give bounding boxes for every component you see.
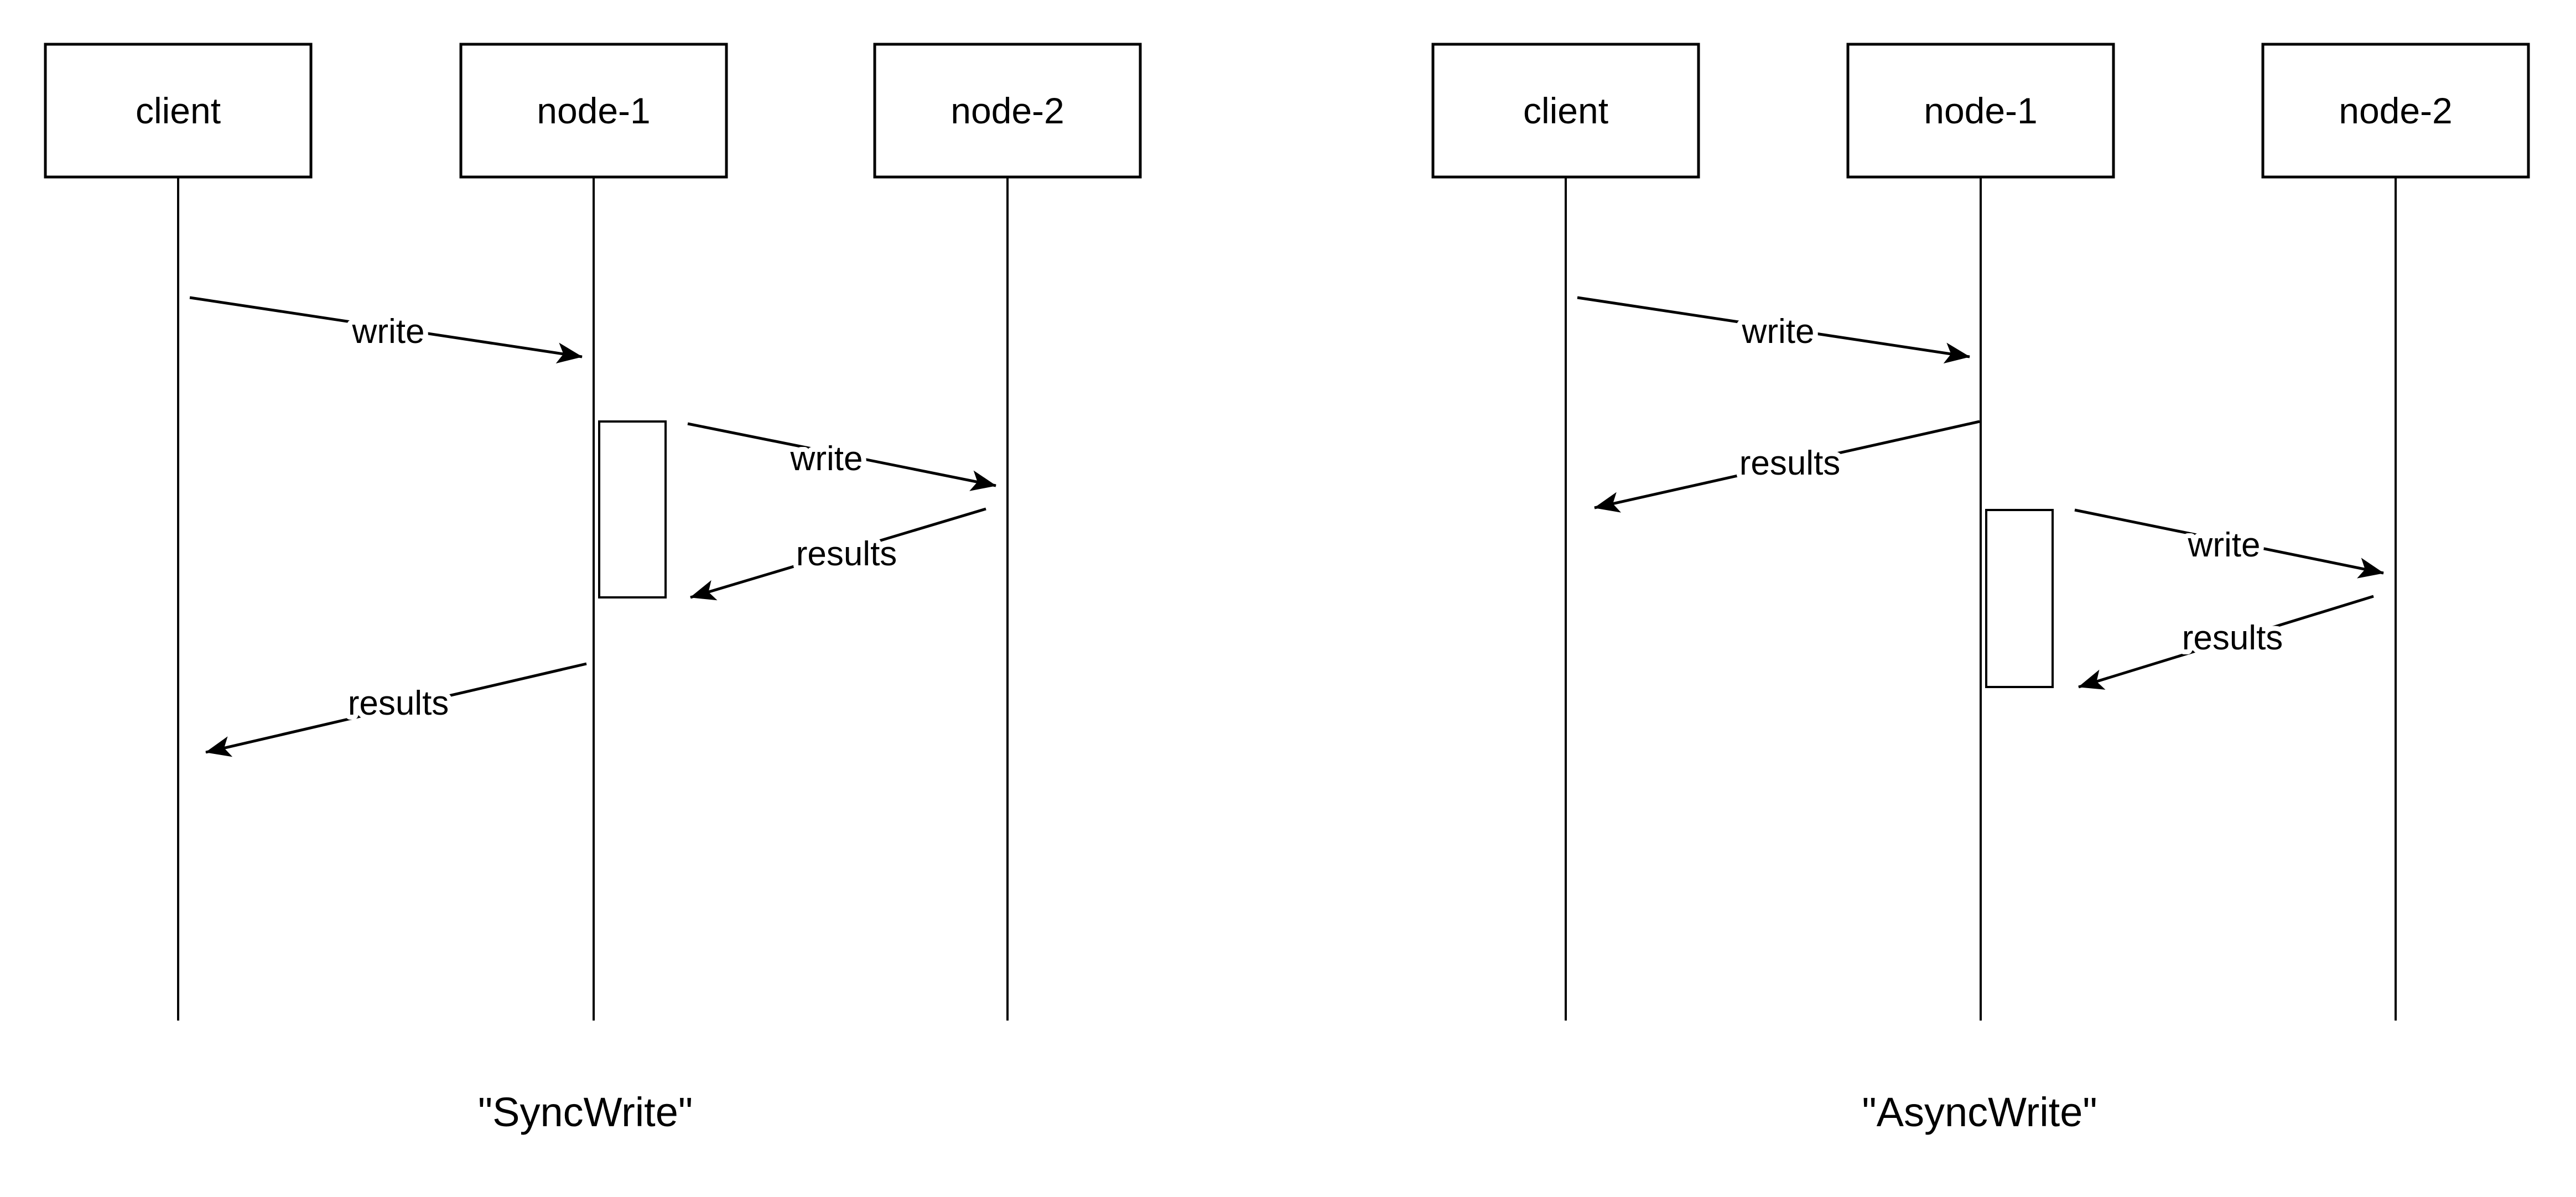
message-label: write xyxy=(352,313,425,351)
activation-bar-node-1 xyxy=(1985,509,2054,688)
message-arrow-results-node-1-client xyxy=(205,662,587,757)
message-label: results xyxy=(2182,619,2283,657)
lifeline-head-label: node-1 xyxy=(537,90,651,131)
lifeline-head-client xyxy=(44,43,313,179)
message-label: write xyxy=(790,440,863,478)
message-arrow-write-node-1-node-2 xyxy=(2074,508,2384,579)
message-arrow-write-client-node-1 xyxy=(189,296,583,364)
lifeline-head-label: node-1 xyxy=(1924,90,2038,131)
lifeline-head-label: client xyxy=(1523,90,1608,131)
lifeline-head-node-1 xyxy=(1846,43,2115,179)
lifeline-head-label: node-2 xyxy=(2339,90,2453,131)
lifeline-head-node-1 xyxy=(459,43,728,179)
caption-syncwrite: "SyncWrite" xyxy=(478,1089,693,1135)
lifeline-head-label: node-2 xyxy=(951,90,1064,131)
lifeline-head-node-2 xyxy=(873,43,1142,179)
message-label: write xyxy=(1742,313,1815,351)
message-arrow-write-client-node-1 xyxy=(1577,296,1970,364)
lifeline-head-node-2 xyxy=(2261,43,2530,179)
activation-bar-node-1 xyxy=(598,420,667,598)
message-label: results xyxy=(1739,444,1841,482)
panel-asyncwrite: client node-1 node-2 write results write… xyxy=(1431,43,2530,1135)
message-label: write xyxy=(2188,526,2261,564)
caption-asyncwrite: "AsyncWrite" xyxy=(1862,1089,2097,1135)
message-arrow-write-node-1-node-2 xyxy=(687,422,996,491)
lifeline-head-label: client xyxy=(136,90,221,131)
message-arrow-results-node-1-client xyxy=(1594,420,1980,513)
message-arrow-results-node-2-node-1 xyxy=(2078,595,2374,690)
message-label: results xyxy=(348,684,449,722)
panel-syncwrite: client node-1 node-2 write write results… xyxy=(44,43,1142,1135)
message-arrow-results-node-2-node-1 xyxy=(690,507,986,601)
lifeline-head-client xyxy=(1431,43,1700,179)
message-label: results xyxy=(796,535,897,573)
